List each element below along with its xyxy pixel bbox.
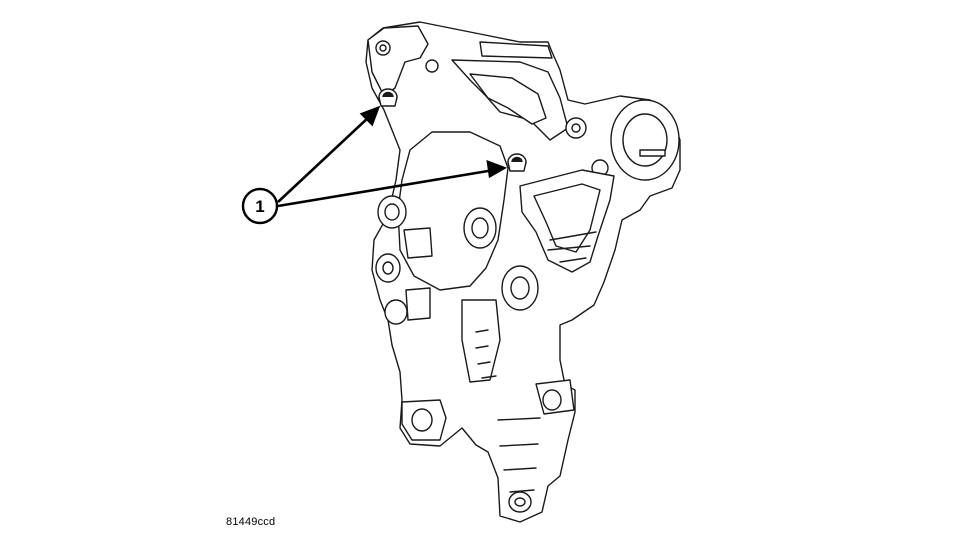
deflector-ribs — [547, 231, 597, 263]
boss-lower-left — [411, 408, 433, 432]
dowel-upper — [378, 88, 398, 107]
dowel-middle — [507, 153, 527, 172]
pump-housing-boss-inner — [622, 113, 668, 167]
figure-id: 81449ccd — [226, 516, 276, 528]
deflector-bracket-face — [533, 183, 601, 253]
leader-line-middle — [277, 168, 495, 208]
boss-left-2-inner — [382, 261, 394, 275]
arrowhead-middle — [486, 160, 508, 179]
callout-1: 1 — [241, 187, 279, 225]
tail-channel — [497, 417, 541, 493]
top-rib — [479, 41, 553, 59]
boss-left-1-inner — [384, 203, 400, 221]
boss-center-inner — [471, 217, 489, 239]
boss-left-3 — [384, 299, 408, 325]
center-slots — [475, 329, 497, 379]
callout-1-number: 1 — [255, 197, 264, 216]
rib-left — [403, 227, 433, 321]
bolt-hole-upper-mid — [425, 59, 439, 73]
center-column — [461, 299, 501, 383]
boss-lower-right — [542, 389, 562, 411]
boss-tail-inner — [514, 497, 526, 507]
upper-passage-inner — [469, 73, 547, 125]
pump-shaft — [639, 149, 666, 157]
arrowhead-upper — [359, 105, 381, 127]
boss-center-lower-inner — [510, 276, 530, 300]
bolt-boss-right-inner — [571, 123, 581, 133]
bolt-hole-upper-left-inner — [379, 44, 387, 52]
leader-line-upper — [277, 115, 371, 203]
